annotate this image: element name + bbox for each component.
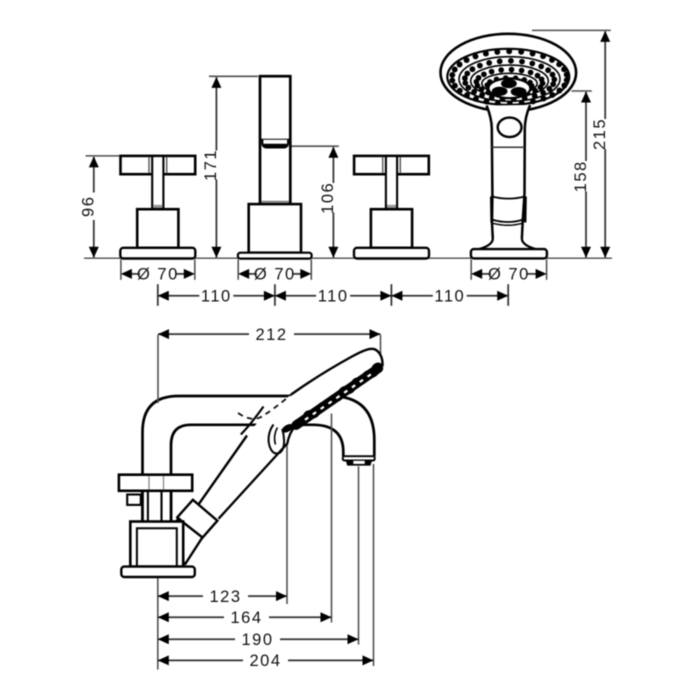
svg-text:171: 171 [202,149,220,181]
svg-text:164: 164 [230,609,262,627]
svg-text:Ø 70: Ø 70 [488,266,530,284]
svg-text:158: 158 [572,160,590,192]
svg-text:123: 123 [209,588,241,606]
svg-text:106: 106 [319,182,337,214]
svg-text:Ø 70: Ø 70 [137,266,179,284]
svg-text:110: 110 [318,288,349,306]
svg-text:215: 215 [591,118,609,150]
svg-text:212: 212 [255,326,287,344]
svg-text:Ø 70: Ø 70 [254,266,296,284]
svg-text:96: 96 [79,196,97,217]
svg-text:190: 190 [241,631,273,649]
svg-text:110: 110 [201,288,232,306]
svg-text:110: 110 [434,288,465,306]
svg-text:204: 204 [249,652,281,670]
